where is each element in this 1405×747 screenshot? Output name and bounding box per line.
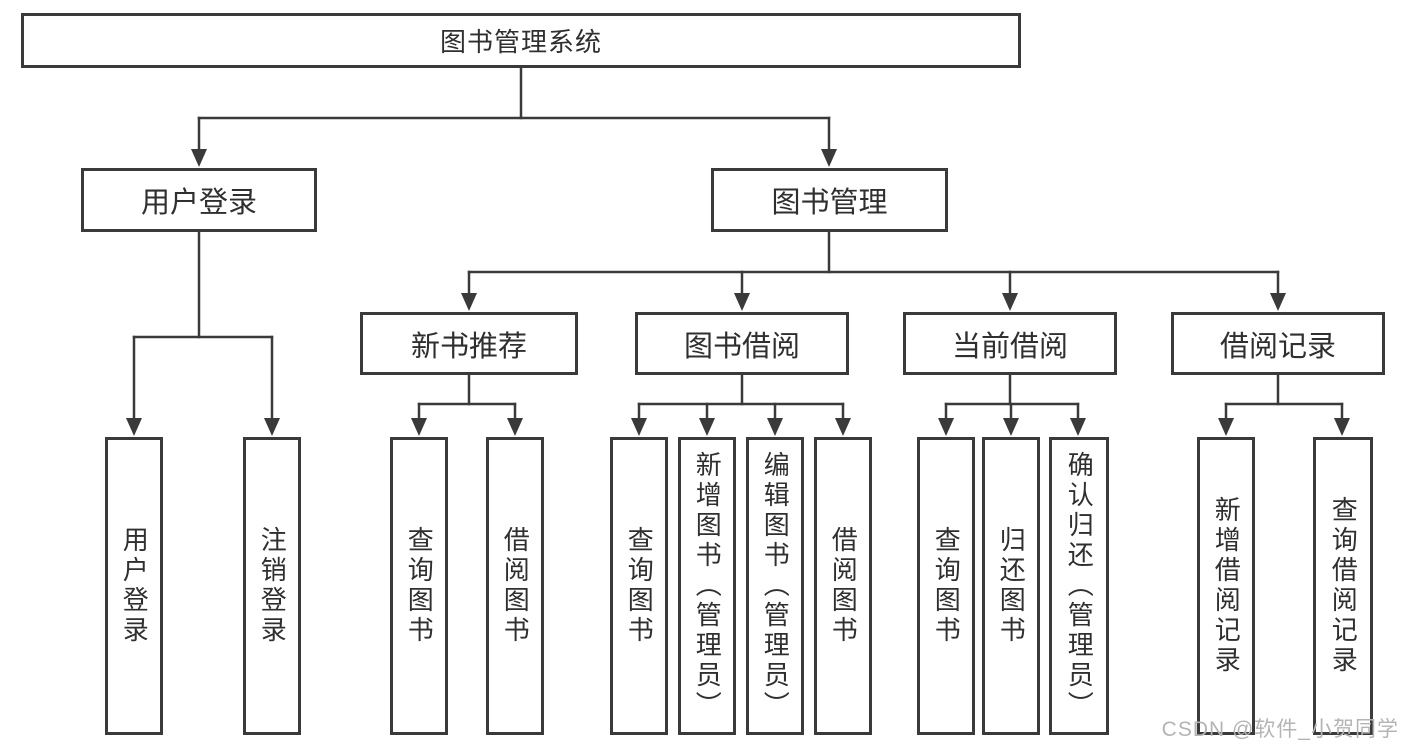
node-current-borrow: 当前借阅 [903, 312, 1117, 375]
node-label: 用户登录 [140, 187, 257, 219]
arrowhead [1270, 293, 1286, 311]
node-library-management-system: 图书管理系统 [21, 13, 1021, 68]
leaf-query-borrow-record: 查询借阅记录 [1313, 437, 1373, 735]
node-label: 查询图书 [404, 526, 435, 646]
leaf-query-books-current: 查询图书 [917, 437, 975, 735]
node-label: 借阅图书 [828, 526, 859, 646]
leaf-edit-book-admin: 编辑图书（管理员） [746, 437, 804, 735]
arrowhead [767, 418, 783, 436]
leaf-confirm-return-admin: 确认归还（管理员） [1049, 437, 1109, 735]
arrowhead [461, 293, 477, 311]
node-label: 新增借阅记录 [1211, 496, 1242, 676]
arrowhead [1003, 418, 1019, 436]
edge-book-management-to-level3 [461, 230, 1286, 311]
node-label: 图书管理 [771, 187, 888, 219]
node-label: 新书推荐 [410, 330, 527, 363]
leaf-user-login: 用户登录 [105, 437, 163, 735]
node-label: 借阅记录 [1219, 330, 1336, 363]
node-label: 查询图书 [624, 526, 655, 646]
arrowhead [835, 418, 851, 436]
arrowhead [264, 418, 280, 436]
node-label: 图书借阅 [683, 330, 800, 363]
arrowhead [699, 418, 715, 436]
node-borrow-records: 借阅记录 [1171, 312, 1385, 375]
edge-borrow-records-to-leaves [1218, 373, 1350, 436]
arrowhead [821, 149, 837, 167]
node-label: 确认归还（管理员） [1064, 451, 1095, 721]
arrowhead [938, 418, 954, 436]
edge-book-borrow-to-leaves [631, 373, 851, 436]
arrowhead [1218, 418, 1234, 436]
edge-user-login-to-leaves [126, 230, 280, 436]
leaf-add-book-admin: 新增图书（管理员） [678, 437, 736, 735]
leaf-borrow-books-recommend: 借阅图书 [486, 437, 544, 735]
arrowhead [1334, 418, 1350, 436]
edge-root-to-level2 [191, 66, 837, 167]
node-book-management: 图书管理 [711, 168, 948, 232]
leaf-logout: 注销登录 [243, 437, 301, 735]
node-label: 新增图书（管理员） [692, 451, 723, 721]
arrowhead [1070, 418, 1086, 436]
node-label: 注销登录 [257, 526, 288, 646]
leaf-add-borrow-record: 新增借阅记录 [1197, 437, 1255, 735]
arrowhead [631, 418, 647, 436]
node-label: 查询借阅记录 [1328, 496, 1359, 676]
node-label: 归还图书 [996, 526, 1027, 646]
node-label: 图书管理系统 [439, 27, 602, 57]
leaf-query-books-borrow: 查询图书 [610, 437, 668, 735]
node-user-login: 用户登录 [81, 168, 317, 232]
arrowhead [411, 418, 427, 436]
node-label: 编辑图书（管理员） [760, 451, 791, 721]
node-label: 借阅图书 [500, 526, 531, 646]
arrowhead [126, 418, 142, 436]
edge-new-book-recommend-to-leaves [411, 373, 523, 436]
leaf-return-book: 归还图书 [982, 437, 1040, 735]
node-label: 当前借阅 [951, 330, 1068, 363]
node-book-borrow: 图书借阅 [635, 312, 849, 375]
node-label: 查询图书 [931, 526, 962, 646]
arrowhead [507, 418, 523, 436]
edge-current-borrow-to-leaves [938, 373, 1086, 436]
arrowhead [191, 149, 207, 167]
csdn-watermark: CSDN @软件_小贺同学 [1161, 718, 1399, 741]
node-label: 用户登录 [119, 526, 150, 646]
arrowhead [1002, 293, 1018, 311]
leaf-borrow-books: 借阅图书 [814, 437, 872, 735]
node-new-book-recommend: 新书推荐 [360, 312, 578, 375]
leaf-query-books-recommend: 查询图书 [390, 437, 448, 735]
arrowhead [734, 293, 750, 311]
